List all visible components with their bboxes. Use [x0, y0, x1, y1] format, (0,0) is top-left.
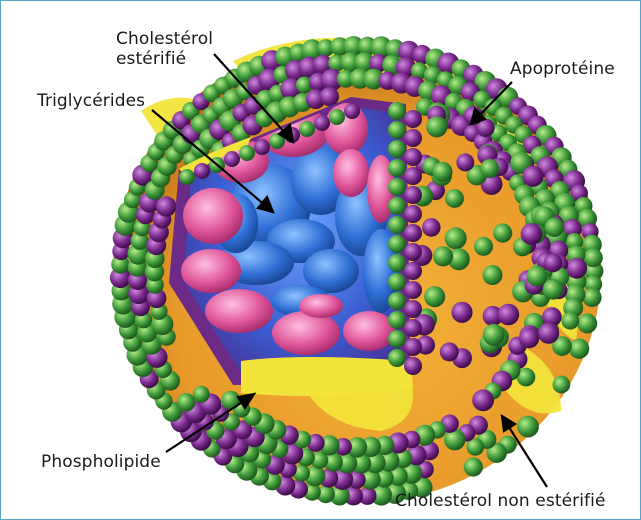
wall-sphere [388, 254, 406, 272]
wall-sphere [404, 110, 422, 128]
wall-sphere [388, 140, 406, 158]
wall-sphere [388, 330, 406, 348]
shell-sphere [498, 304, 520, 326]
shell-sphere [517, 416, 539, 438]
label-cholesterol-esterifie-line1: Cholestérol [116, 29, 213, 49]
label-triglycerides: Triglycérides [37, 91, 145, 111]
shell-sphere [545, 218, 564, 237]
wall-sphere [314, 115, 330, 131]
shell-sphere [474, 237, 493, 256]
label-phospholipide: Phospholipide [41, 452, 161, 472]
wall-sphere [194, 163, 210, 179]
wall-sphere [404, 300, 422, 318]
shell-sphere [543, 279, 564, 300]
wall-sphere [404, 319, 422, 337]
shell-sphere [569, 339, 589, 359]
wall-sphere [404, 224, 422, 242]
shell-sphere [221, 391, 240, 410]
shell-sphere [177, 393, 196, 412]
wall-sphere [388, 216, 406, 234]
shell-sphere [464, 457, 483, 476]
shell-sphere [480, 159, 499, 178]
shell-sphere [519, 328, 539, 348]
wall-sphere [388, 273, 406, 291]
wall-sphere [404, 262, 422, 280]
shell-sphere [527, 266, 548, 287]
wall-sphere [239, 145, 255, 161]
shell-sphere [156, 196, 176, 216]
shell-sphere [483, 324, 505, 346]
label-cholesterol-esterifie-line2: estérifié [116, 49, 213, 69]
wall-sphere [224, 151, 240, 167]
shell-sphere [456, 153, 474, 171]
shell-sphere [451, 302, 472, 323]
shell-sphere [433, 162, 453, 182]
shell-sphere [424, 286, 445, 307]
wall-sphere [388, 178, 406, 196]
label-apoproteine: Apoprotéine [510, 59, 615, 79]
wall-sphere [388, 197, 406, 215]
wall-sphere [404, 205, 422, 223]
wall-sphere [388, 235, 406, 253]
shell-sphere [483, 265, 503, 285]
shell-sphere [566, 258, 587, 279]
shell-sphere [422, 218, 441, 237]
shell-sphere [493, 223, 512, 242]
wall-sphere [388, 311, 406, 329]
wall-sphere [299, 121, 315, 137]
wall-sphere [388, 159, 406, 177]
wall-sphere [404, 186, 422, 204]
wall-sphere [179, 169, 195, 185]
wall-sphere [404, 129, 422, 147]
shell-sphere [577, 313, 597, 333]
shell-sphere [553, 376, 571, 394]
wall-sphere [388, 349, 406, 367]
shell-sphere [522, 166, 543, 187]
shell-sphere [582, 288, 601, 307]
label-cholesterol-esterifie: Cholestérol estérifié [116, 29, 213, 69]
shell-sphere [584, 248, 603, 267]
wall-sphere [404, 243, 422, 261]
shell-sphere [445, 227, 467, 249]
wall-sphere [404, 281, 422, 299]
shell-sphere [521, 223, 543, 245]
shell-sphere [426, 116, 447, 137]
shell-sphere [193, 386, 210, 403]
wall-sphere [329, 109, 345, 125]
wall-sphere [404, 167, 422, 185]
wall-sphere [404, 148, 422, 166]
shell-sphere [544, 254, 563, 273]
shell-sphere [538, 323, 559, 344]
wall-sphere [388, 292, 406, 310]
label-cholesterol-non-esterifie: Cholestérol non estérifié [395, 491, 606, 511]
wall-sphere [404, 338, 422, 356]
shell-sphere [561, 312, 579, 330]
wall-sphere [404, 357, 422, 375]
shell-sphere [472, 389, 494, 411]
wall-sphere [344, 103, 360, 119]
shell-sphere [440, 342, 459, 361]
shell-sphere [433, 246, 453, 266]
wall-sphere [254, 139, 270, 155]
wall-sphere [388, 121, 406, 139]
wall-sphere [388, 102, 406, 120]
shell-sphere [445, 189, 464, 208]
